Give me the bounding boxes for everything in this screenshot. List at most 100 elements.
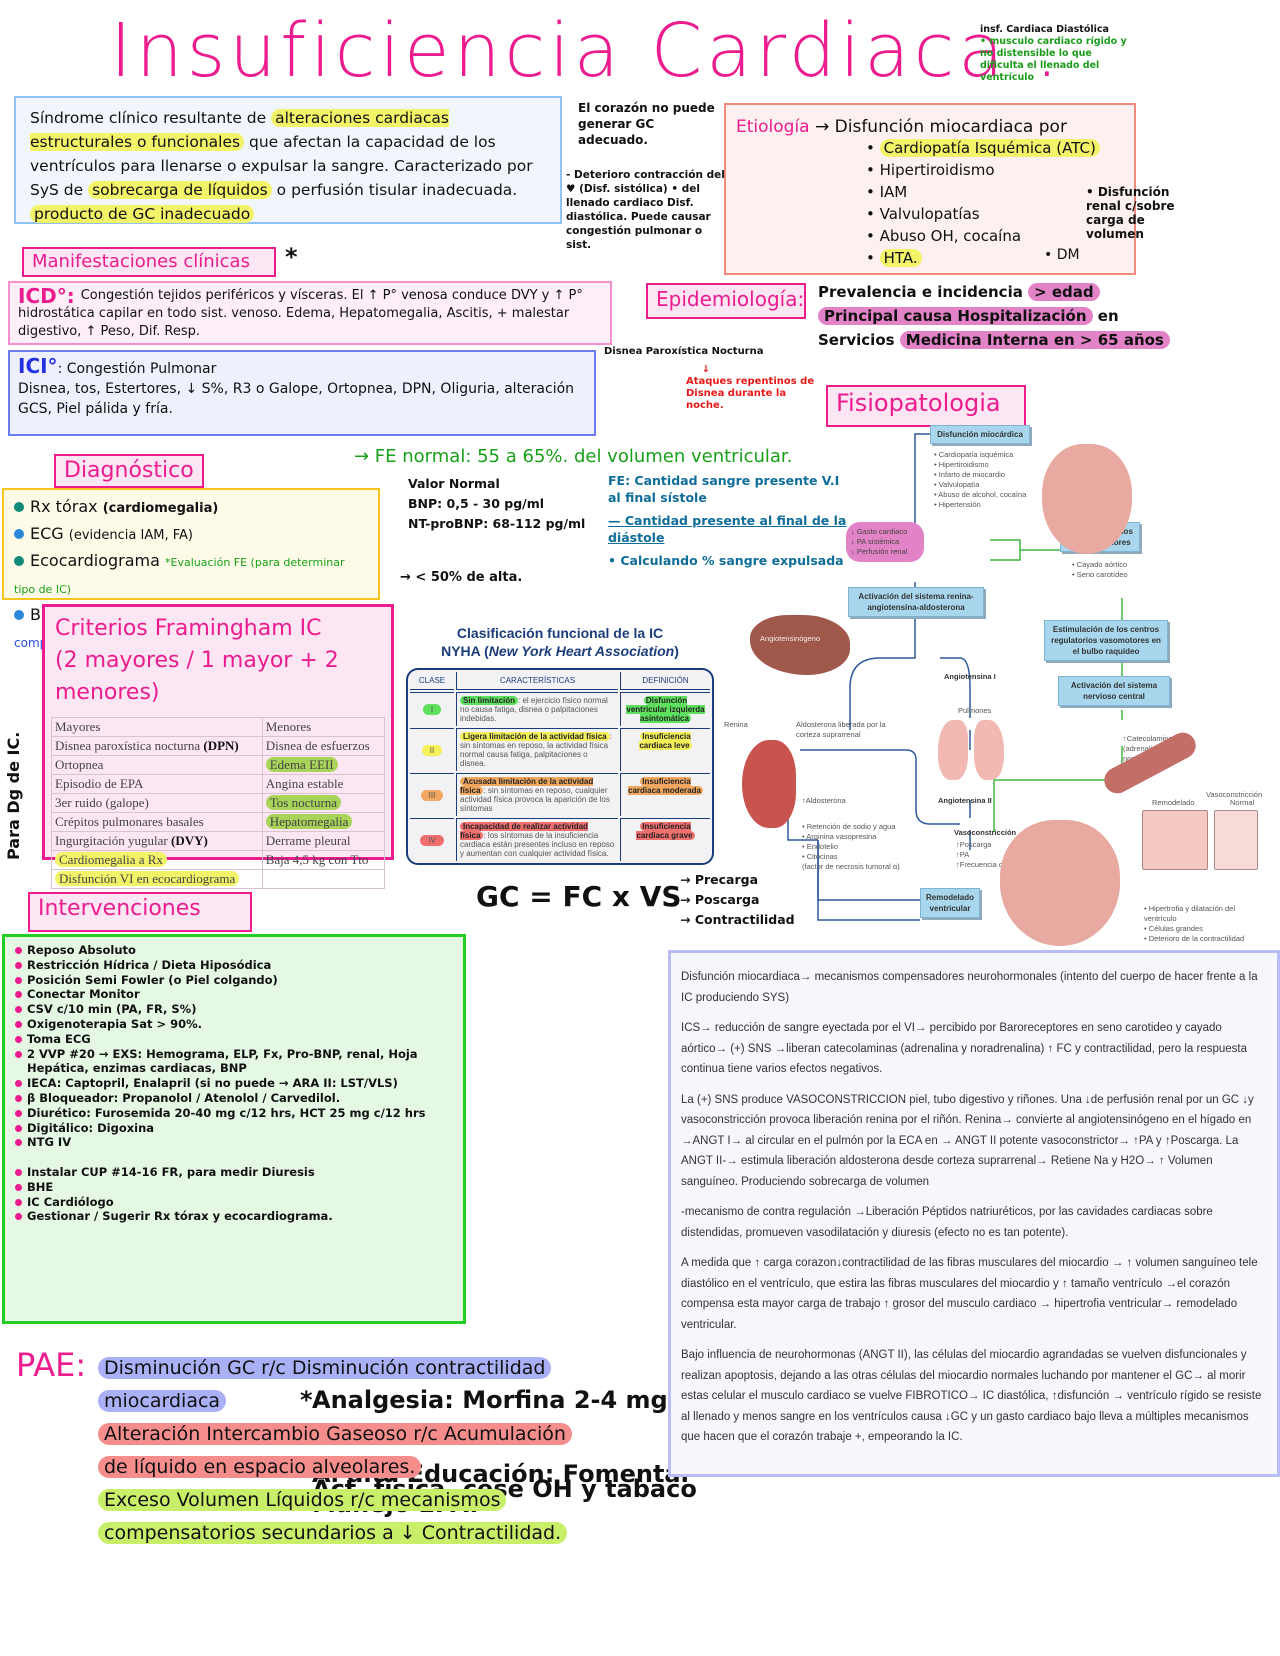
flow-causes: • Cardiopatía isquémica • Hipertiroidism…	[934, 450, 1027, 509]
ici-heading: ICI°: Congestión Pulmonar	[18, 354, 217, 378]
pae-item: Alteración Intercambio Gaseoso r/c Acumu…	[98, 1418, 678, 1451]
star-icon: *	[285, 243, 298, 271]
flow-renina: Renina	[724, 720, 748, 729]
bnp-values: Valor Normal BNP: 0,5 - 30 pg/ml NT-proB…	[408, 476, 586, 531]
list-item: Reposo Absoluto	[15, 943, 453, 958]
manifestaciones-label: Manifestaciones clínicas	[22, 247, 276, 277]
flow-angiotensina-2: Angiotensina II	[938, 796, 992, 805]
remodeled-cells-illustration	[1142, 810, 1208, 870]
heart-effects: • Hipertrofia y dilatación del ventrícul…	[1144, 904, 1245, 943]
dpn-note-detail: ↓ Ataques repentinos de Disnea durante l…	[686, 364, 815, 411]
definition-text: Síndrome clínico resultante de	[30, 109, 272, 127]
etiologia-heading-text: Disfunción miocardiaca por	[834, 117, 1067, 137]
flow-baro-sites: • Cayado aórtico • Seno carotídeo	[1072, 560, 1128, 579]
flow-aldo-effects: • Retención de sodio y agua • Arginina v…	[802, 822, 900, 871]
diagnostico-item: ECG (evidencia IAM, FA)	[14, 521, 368, 548]
nyha-table-card: Clasificación funcional de la IC NYHA (N…	[406, 624, 714, 870]
explanation-paragraph: La (+) SNS produce VASOCONSTRICCION piel…	[681, 1093, 1254, 1188]
diagnostico-item: Rx tórax (cardiomegalia)	[14, 494, 368, 521]
cell-label-normal: Normal	[1230, 798, 1255, 807]
nyha-title: Clasificación funcional de la IC NYHA (N…	[441, 625, 679, 659]
liver-illustration	[750, 615, 850, 675]
explanation-paragraph: ICS→ reducción de sangre eyectada por el…	[681, 1022, 1248, 1075]
etiologia-side-item: • Disfunción renal c/sobre carga de volu…	[1086, 185, 1175, 241]
icd-tag: ICD°:	[18, 284, 75, 308]
list-item: IECA: Captopril, Enalapril (si no puede …	[15, 1076, 453, 1091]
explanation-paragraph: Bajo influencia de neurohormonas (ANGT I…	[681, 1349, 1262, 1443]
definition-text: o perfusión tisular inadecuada.	[271, 181, 518, 199]
etiologia-label: Etiología	[736, 117, 810, 137]
definition-text: que afectan la capacidad de los ventrícu…	[30, 133, 533, 199]
epidemiologia-label: Epidemiología:	[646, 283, 806, 319]
explanation-box: Disfunción miocardiaca→ mecanismos compe…	[668, 950, 1280, 1477]
pae-item: de líquido en espacio alveolares.	[98, 1451, 678, 1484]
flow-vasoconstriccion-label: Vasoconstricción	[1206, 790, 1263, 799]
flow-vaso-effects: ↑Poscarga ↑PA ↑Frecuencia cardiaca	[956, 840, 1028, 869]
flow-angiotensina-1: Angiotensina I	[944, 672, 996, 681]
lung-right-illustration	[974, 720, 1004, 780]
diagnostico-item: Ecocardiograma *Evaluación FE (para dete…	[14, 551, 345, 596]
icd-text: Congestión tejidos periféricos y víscera…	[18, 288, 583, 339]
list-item: IC Cardiólogo	[15, 1195, 453, 1210]
list-item: β Bloqueador: Propanolol / Atenolol / Ca…	[15, 1091, 453, 1106]
gc-equation: GC = FC x VS	[476, 880, 682, 913]
fisiopatologia-label: Fisiopatologia	[826, 385, 1026, 427]
heart-illustration	[1042, 444, 1132, 554]
pae-item: Exceso Volumen Líquidos r/c mecanismos	[98, 1484, 678, 1517]
explanation-paragraph: -mecanismo de contra regulación →Liberac…	[681, 1206, 1213, 1239]
flow-aldosterona-liberada: Aldosterona liberada por la corteza supr…	[796, 720, 886, 739]
etiologia-item: Cardiopatía Isquémica (ATC)	[866, 137, 1124, 159]
cell-label-remodelado: Remodelado	[1152, 798, 1195, 807]
flow-gasto: ↓ Gasto cardiaco ↓ PA sistémica ↓ Perfus…	[846, 522, 924, 562]
flow-vaso-box: Vasoconstricción	[954, 828, 1017, 837]
arrow-down-icon: ↓	[701, 364, 711, 375]
table-row: IV Incapacidad de realizar actividad fís…	[410, 818, 710, 861]
bullet-icon	[14, 556, 24, 566]
etiologia-item: IAM	[866, 181, 1124, 203]
list-item: Gestionar / Sugerir Rx tórax y ecocardio…	[15, 1209, 453, 1224]
kidney-illustration	[742, 740, 796, 828]
table-row: Disnea paroxística nocturna (DPN)Disnea …	[51, 736, 386, 756]
table-row: Disfunción VI en ecocardiograma	[51, 869, 386, 889]
fe-normal: → FE normal: 55 a 65%. del volumen ventr…	[354, 446, 793, 467]
list-item: Oxigenoterapia Sat > 90%.	[15, 1017, 453, 1032]
gc-side-note: El corazón no puede generar GC adecuado.	[578, 101, 715, 147]
etiologia-item: Hipertiroidismo	[866, 159, 1124, 181]
flow-pulmones: Pulmones	[958, 706, 992, 715]
explanation-paragraph: A medida que ↑ carga corazon↓contractili…	[681, 1257, 1258, 1331]
diagnostico-box: Rx tórax (cardiomegalia) ECG (evidencia …	[2, 488, 380, 650]
etiologia-item: HTA.	[866, 247, 1124, 269]
icd-box: ICD°: Congestión tejidos periféricos y v…	[8, 281, 612, 345]
pae-list: Disminución GC r/c Disminución contracti…	[98, 1352, 678, 1550]
etiologia-list: Cardiopatía Isquémica (ATC) Hipertiroidi…	[866, 137, 1124, 269]
definition-box: Síndrome clínico resultante de alteracio…	[14, 96, 562, 224]
fisiopatologia-diagram: Disfunción miocárdica • Cardiopatía isqu…	[720, 420, 1280, 950]
etiologia-box: Etiología → Disfunción miocardiaca por C…	[724, 103, 1175, 275]
epidemiologia-text: Prevalencia e incidencia > edad Principa…	[818, 280, 1278, 352]
list-item: BHE	[15, 1180, 453, 1195]
flow-box-snc: Activación del sistema nervioso central	[1058, 676, 1170, 706]
list-item: Conectar Monitor	[15, 987, 453, 1002]
framingham-box: Criterios Framingham IC (2 mayores / 1 m…	[42, 604, 394, 889]
flow-box-remodelado: Remodelado ventricular	[920, 888, 980, 918]
diastolic-note-body: • musculo cardiaco rígido y no distensib…	[980, 36, 1127, 83]
framingham-side-label: Para Dg de IC.	[4, 731, 23, 860]
table-row: III Acusada limitación de la actividad f…	[410, 773, 710, 816]
pae-item: compensatorios secundarios a ↓ Contracti…	[98, 1517, 678, 1550]
intervenciones-label: Intervenciones	[28, 892, 252, 932]
flow-box-centros: Estimulación de los centros regulatorios…	[1044, 620, 1168, 661]
fe-low: → < 50% de alta.	[400, 570, 523, 585]
table-row: Ingurgitación yugular (DVY)Derrame pleur…	[51, 831, 386, 851]
list-item: Analgesia: Morfina 2-4 mg EV	[300, 1388, 738, 1412]
arrow-right-icon: →	[815, 117, 830, 137]
ici-text: Disnea, tos, Estertores, ↓ S%, R3 o Galo…	[18, 381, 575, 417]
etiologia-item: Valvulopatías	[866, 203, 1124, 225]
intervenciones-list: Reposo Absoluto Restricción Hídrica / Di…	[15, 943, 711, 1516]
bullet-icon	[14, 610, 24, 620]
ici-box: ICI°: Congestión Pulmonar Disnea, tos, E…	[8, 350, 596, 436]
